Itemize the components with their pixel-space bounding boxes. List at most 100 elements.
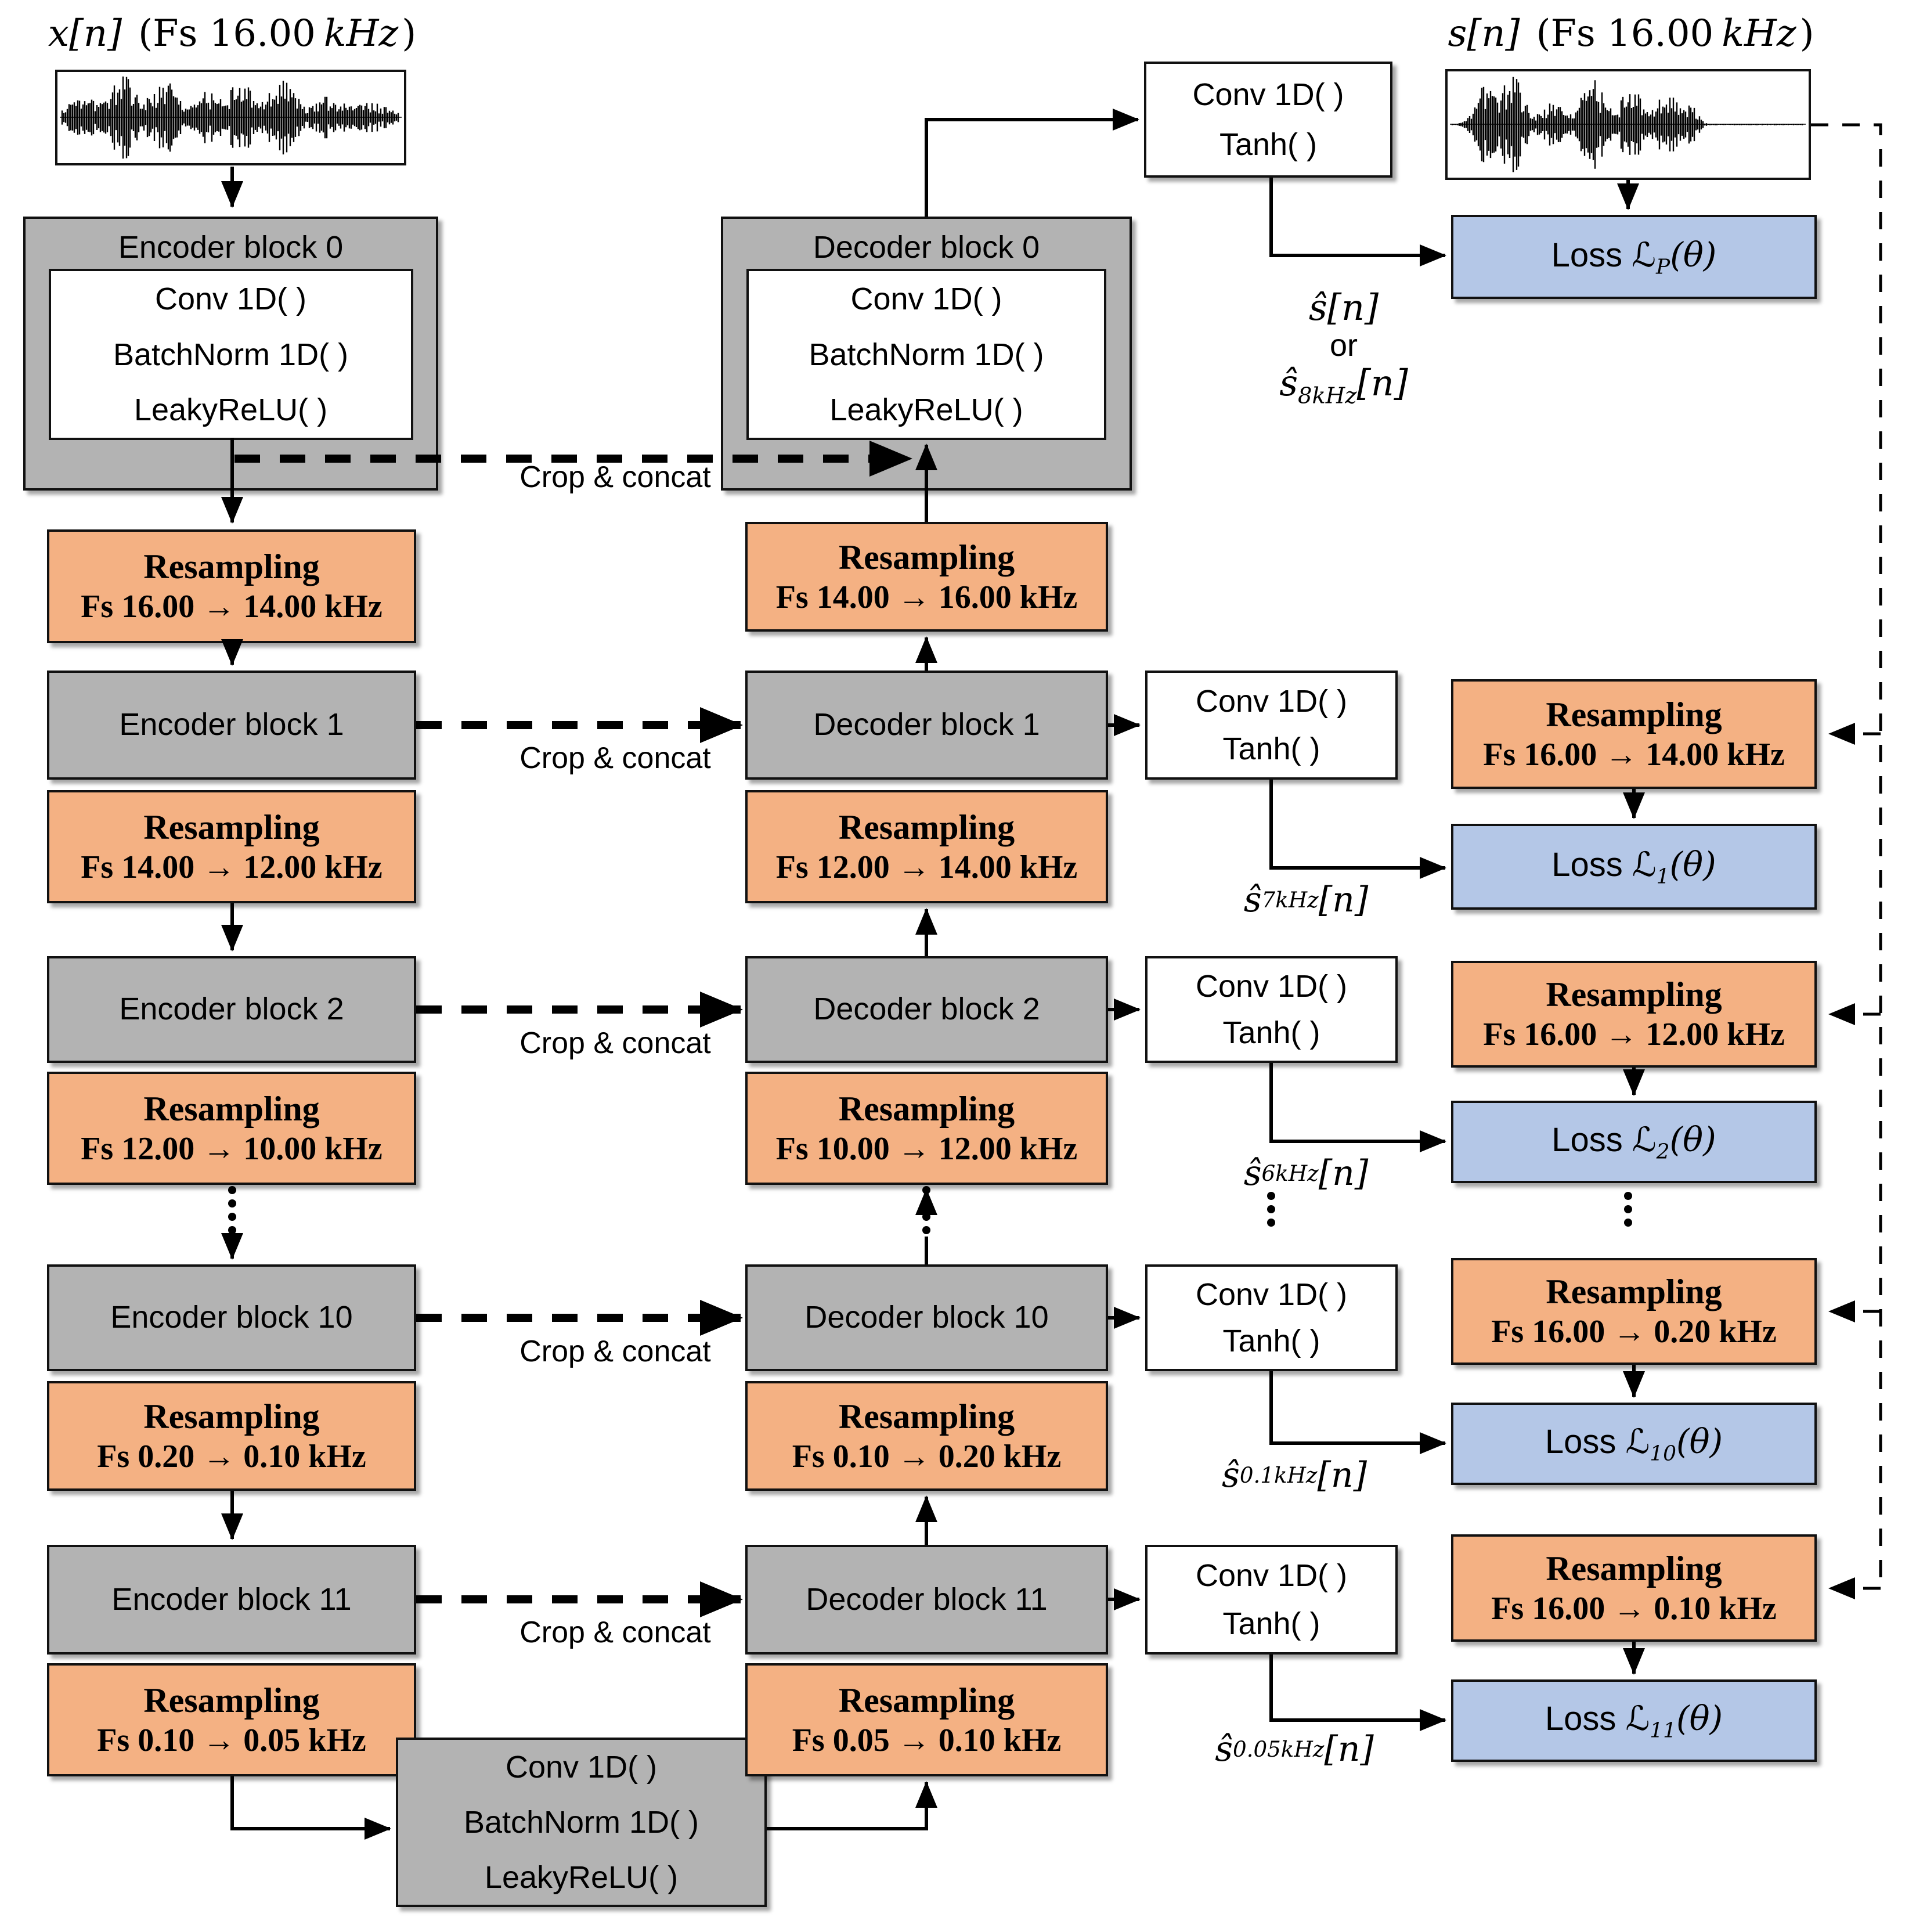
resampling-title: Resampling xyxy=(838,808,1015,846)
resampling-rate: Fs 12.00 → 14.00 kHz xyxy=(775,849,1078,885)
resampling-rate: Fs 14.00 → 16.00 kHz xyxy=(775,579,1078,615)
conv-tanh-head-top: Conv 1D( ) Tanh( ) xyxy=(1144,62,1392,178)
decoder-block-0-label: Decoder block 0 xyxy=(813,230,1040,265)
encoder-resampling-10: Resampling Fs 0.20 → 0.10 kHz xyxy=(47,1381,416,1491)
resampling-rate: Fs 0.10 → 0.05 kHz xyxy=(97,1722,366,1758)
tanh-line: Tanh( ) xyxy=(1222,1324,1320,1358)
decoder-block-10-label: Decoder block 10 xyxy=(804,1300,1049,1335)
right-resampling-10: Resampling Fs 16.00 → 0.20 kHz xyxy=(1451,1258,1817,1365)
loss-10-label: Loss ℒ10(θ) xyxy=(1545,1422,1723,1466)
input-fs-unit: kHz xyxy=(323,12,399,55)
conv1d-line: Conv 1D( ) xyxy=(1195,684,1348,719)
resampling-rate: Fs 16.00 → 0.10 kHz xyxy=(1491,1590,1777,1627)
resampling-title: Resampling xyxy=(838,1397,1015,1436)
skip-label-10: Crop & concat xyxy=(519,1335,711,1368)
resampling-rate: Fs 14.00 → 12.00 kHz xyxy=(81,849,383,885)
conv1d-line: Conv 1D( ) xyxy=(1195,1558,1348,1594)
decoder-block-0-layers: Conv 1D( ) BatchNorm 1D( ) LeakyReLU( ) xyxy=(746,269,1106,440)
tanh-line: Tanh( ) xyxy=(1222,731,1320,766)
note-or: or xyxy=(1329,327,1358,363)
bottleneck-layer-batchnorm: BatchNorm 1D( ) xyxy=(463,1805,699,1840)
bottleneck-block: Conv 1D( ) BatchNorm 1D( ) LeakyReLU( ) xyxy=(396,1738,767,1907)
resampling-rate: Fs 10.00 → 12.00 kHz xyxy=(775,1130,1078,1167)
decoder-block-11: Decoder block 11 xyxy=(745,1545,1108,1655)
decoder-block-10: Decoder block 10 xyxy=(745,1264,1108,1371)
encoder-block-11-label: Encoder block 11 xyxy=(111,1581,352,1617)
encoder-block-1-label: Encoder block 1 xyxy=(119,707,344,742)
resampling-title: Resampling xyxy=(1546,1549,1722,1588)
target-waveform-box xyxy=(1445,69,1811,180)
resampling-rate: Fs 16.00 → 14.00 kHz xyxy=(1483,736,1785,773)
encoder-resampling-1: Resampling Fs 14.00 → 12.00 kHz xyxy=(47,790,416,903)
decoder-resampling-0: Resampling Fs 14.00 → 16.00 kHz xyxy=(745,522,1108,632)
loss-2-box: Loss ℒ2(θ) xyxy=(1451,1101,1817,1183)
skip-label-0: Crop & concat xyxy=(519,460,711,494)
decoder-block-11-label: Decoder block 11 xyxy=(806,1581,1048,1617)
decoder-block-0: Decoder block 0 Conv 1D( ) BatchNorm 1D(… xyxy=(721,217,1132,491)
loss-1-box: Loss ℒ1(θ) xyxy=(1451,824,1817,910)
conv1d-line: Conv 1D( ) xyxy=(1192,77,1344,112)
skip-label-2: Crop & concat xyxy=(519,1026,711,1060)
output-signal-note: ŝ[n] or ŝ8kHz[n] xyxy=(1207,286,1480,410)
resampling-rate: Fs 0.10 → 0.20 kHz xyxy=(792,1438,1062,1475)
conv-tanh-head-2: Conv 1D( ) Tanh( ) xyxy=(1145,956,1398,1063)
resampling-rate: Fs 12.00 → 10.00 kHz xyxy=(81,1130,383,1167)
input-signal-title: x[n] (Fs 16.00 kHz ) xyxy=(35,5,430,63)
decoder-resampling-2: Resampling Fs 10.00 → 12.00 kHz xyxy=(745,1072,1108,1185)
decoder-layer-batchnorm: BatchNorm 1D( ) xyxy=(809,337,1044,372)
right-resampling-11: Resampling Fs 16.00 → 0.10 kHz xyxy=(1451,1534,1817,1642)
encoder-resampling-11: Resampling Fs 0.10 → 0.05 kHz xyxy=(47,1663,416,1776)
loss-11-label: Loss ℒ11(θ) xyxy=(1545,1699,1723,1743)
conv-tanh-head-10: Conv 1D( ) Tanh( ) xyxy=(1145,1264,1398,1371)
note-line-1: ŝ[n] xyxy=(1308,286,1379,329)
encoder-block-10-label: Encoder block 10 xyxy=(110,1300,353,1335)
tanh-line: Tanh( ) xyxy=(1222,1606,1320,1641)
right-resampling-1: Resampling Fs 16.00 → 14.00 kHz xyxy=(1451,679,1817,789)
target-signal-name: s[n] xyxy=(1448,12,1520,55)
tanh-line: Tanh( ) xyxy=(1222,1015,1320,1050)
resampling-title: Resampling xyxy=(143,547,320,586)
target-waveform-icon xyxy=(1450,77,1806,172)
decoder-layer-leakyrelu: LeakyReLU( ) xyxy=(829,392,1023,428)
encoder-block-11: Encoder block 11 xyxy=(47,1545,416,1655)
loss-p-box: Loss ℒP(θ) xyxy=(1451,215,1817,299)
encoder-block-2: Encoder block 2 xyxy=(47,956,416,1063)
conv1d-line: Conv 1D( ) xyxy=(1195,969,1348,1004)
conv-tanh-head-1: Conv 1D( ) Tanh( ) xyxy=(1145,671,1398,780)
target-fs-unit: kHz xyxy=(1722,12,1796,55)
target-fs-pre: (Fs 16.00 xyxy=(1536,12,1714,55)
note-line-2: ŝ8kHz[n] xyxy=(1279,362,1408,409)
decoder-block-2: Decoder block 2 xyxy=(745,956,1108,1063)
input-fs-pre: (Fs 16.00 xyxy=(138,12,316,55)
skip-label-11: Crop & concat xyxy=(519,1616,711,1649)
resampling-title: Resampling xyxy=(838,538,1015,576)
resampling-rate: Fs 16.00 → 12.00 kHz xyxy=(1483,1017,1785,1053)
resampling-title: Resampling xyxy=(838,1681,1015,1720)
decoder-resampling-1: Resampling Fs 12.00 → 14.00 kHz xyxy=(745,790,1108,903)
resampling-rate: Fs 0.05 → 0.10 kHz xyxy=(792,1722,1062,1758)
resampling-title: Resampling xyxy=(838,1089,1015,1128)
encoder-block-10: Encoder block 10 xyxy=(47,1264,416,1371)
target-fs-post: ) xyxy=(1799,12,1814,55)
tanh-line: Tanh( ) xyxy=(1219,127,1318,162)
loss-10-box: Loss ℒ10(θ) xyxy=(1451,1403,1817,1485)
skip-label-1: Crop & concat xyxy=(519,741,711,775)
resampling-title: Resampling xyxy=(143,1089,320,1128)
encoder-block-0-layers: Conv 1D( ) BatchNorm 1D( ) LeakyReLU( ) xyxy=(48,269,413,440)
encoder-layer-leakyrelu: LeakyReLU( ) xyxy=(133,392,328,428)
decoder-block-1: Decoder block 1 xyxy=(745,671,1108,780)
resampling-title: Resampling xyxy=(143,1681,320,1720)
resampling-rate: Fs 0.20 → 0.10 kHz xyxy=(97,1438,366,1475)
loss-1-label: Loss ℒ1(θ) xyxy=(1551,845,1716,889)
resampling-rate: Fs 16.00 → 0.20 kHz xyxy=(1491,1314,1777,1350)
encoder-block-1: Encoder block 1 xyxy=(47,671,416,780)
target-signal-title: s[n] (Fs 16.00 kHz ) xyxy=(1434,5,1828,63)
resampling-title: Resampling xyxy=(143,808,320,846)
decoder-block-1-label: Decoder block 1 xyxy=(813,707,1040,742)
loss-2-label: Loss ℒ2(θ) xyxy=(1551,1120,1716,1164)
encoder-resampling-2: Resampling Fs 12.00 → 10.00 kHz xyxy=(47,1072,416,1185)
input-fs-post: ) xyxy=(402,12,417,55)
right-resampling-2: Resampling Fs 16.00 → 12.00 kHz xyxy=(1451,961,1817,1068)
conv1d-line: Conv 1D( ) xyxy=(1195,1277,1348,1312)
